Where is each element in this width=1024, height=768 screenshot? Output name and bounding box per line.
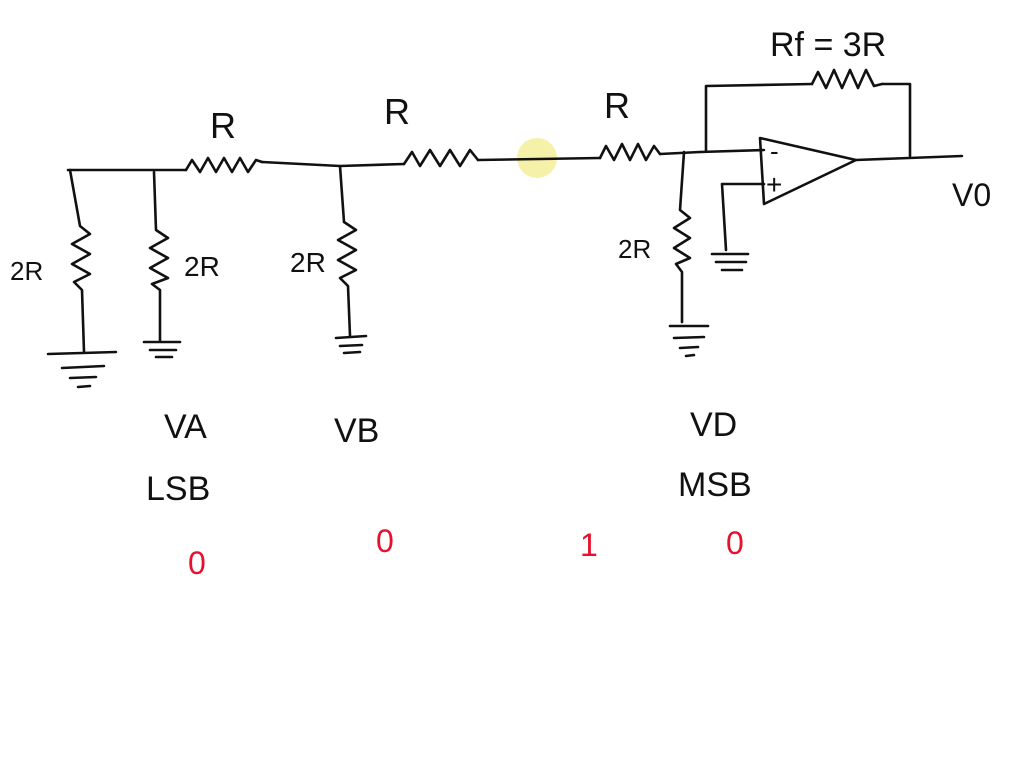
inverting-input-wire (698, 148, 766, 154)
series-resistor-2 (402, 148, 480, 168)
feedback-resistor (810, 68, 884, 90)
label-vb: VB (334, 412, 379, 450)
op-amp-triangle (758, 136, 858, 206)
ground-symbol-1 (46, 350, 118, 389)
label-r-2: R (384, 91, 410, 132)
label-r-1: R (210, 105, 236, 146)
label-vd: VD (690, 406, 737, 444)
bit-value-d: 0 (726, 525, 744, 561)
feedback-wire (704, 82, 912, 158)
label-va: VA (164, 408, 207, 446)
label-lsb: LSB (146, 470, 210, 508)
label-2r-3: 2R (290, 247, 326, 278)
label-2r-2: 2R (184, 251, 220, 282)
label-r-3: R (604, 85, 630, 126)
series-resistor-3 (598, 142, 662, 162)
bit-value-a: 0 (188, 545, 206, 581)
top-rail-wire (66, 150, 702, 172)
noninverting-input-wire (720, 182, 766, 252)
ground-symbol-2 (142, 340, 182, 359)
label-2r-1: 2R (10, 256, 43, 286)
label-op-minus: - (770, 136, 779, 166)
output-wire (854, 154, 964, 162)
ground-symbol-4 (668, 324, 710, 358)
bit-value-b: 0 (376, 523, 394, 559)
bit-value-c: 1 (580, 527, 598, 563)
shunt-resistor-4 (672, 150, 692, 324)
label-rf: Rf = 3R (770, 26, 886, 64)
shunt-resistor-2 (148, 170, 170, 342)
label-2r-4: 2R (618, 234, 651, 264)
shunt-resistor-3 (336, 164, 358, 338)
ground-symbol-5 (710, 252, 750, 272)
series-resistor-1 (184, 156, 264, 174)
label-vo: V0 (952, 177, 991, 213)
label-msb: MSB (678, 466, 752, 504)
ground-symbol-3 (334, 334, 368, 355)
label-op-plus: + (766, 169, 782, 200)
shunt-resistor-1 (68, 168, 92, 354)
